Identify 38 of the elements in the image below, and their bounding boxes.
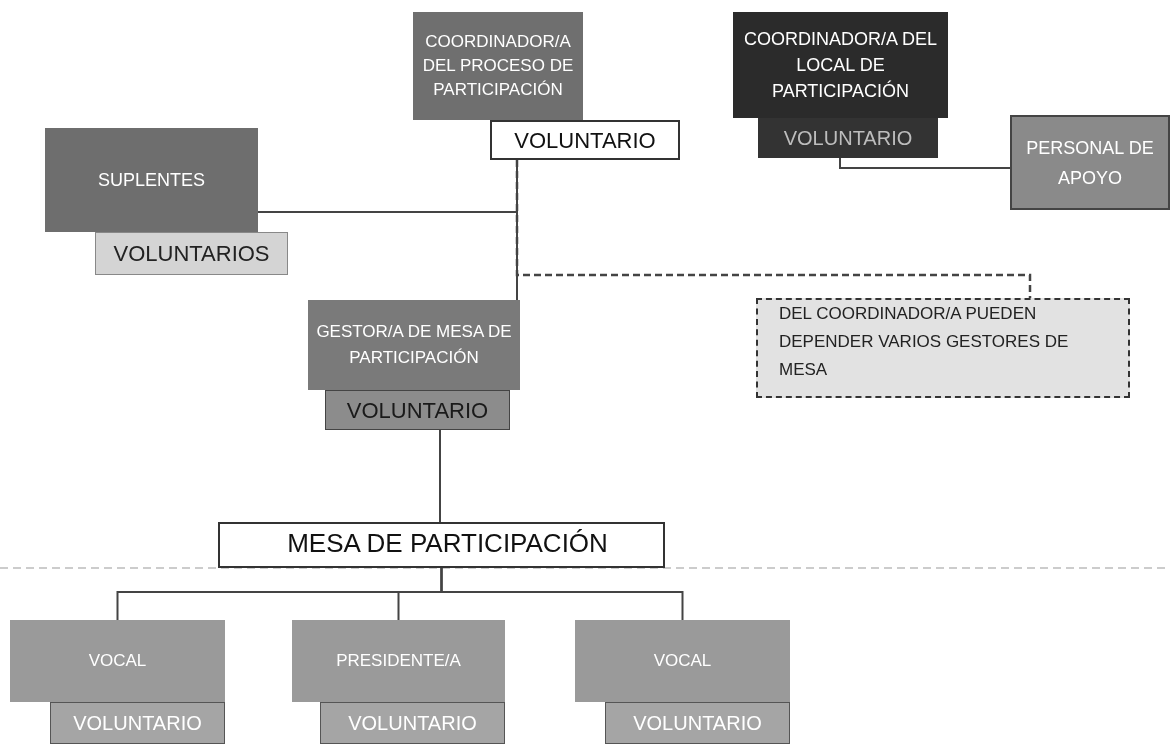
node-label: MESA DE PARTICIPACIÓN bbox=[287, 527, 608, 560]
node-label: VOCAL bbox=[653, 650, 712, 673]
role-box bbox=[733, 12, 948, 118]
node-label: VOLUNTARIOS bbox=[113, 240, 270, 268]
node-label: VOLUNTARIO bbox=[73, 711, 202, 736]
node-label: VOLUNTARIO bbox=[348, 711, 477, 736]
connector-line bbox=[515, 160, 1032, 298]
volunteer-tag bbox=[605, 702, 790, 744]
node-label: SUPLENTES bbox=[97, 168, 205, 192]
node-label: PERSONAL DE APOYO bbox=[1025, 136, 1155, 190]
volunteer-tag bbox=[50, 702, 225, 744]
process-box bbox=[218, 522, 665, 568]
role-box bbox=[10, 620, 225, 702]
volunteer-tag bbox=[758, 118, 938, 158]
volunteer-tag bbox=[95, 232, 288, 275]
node-label: COORDINADOR/A DEL LOCAL DE PARTICIPACIÓN bbox=[742, 28, 938, 103]
node-label: VOLUNTARIO bbox=[346, 396, 489, 425]
volunteer-tag bbox=[325, 390, 510, 430]
node-label: COORDINADOR/A DEL PROCESO DE PARTICIPACIÓN bbox=[421, 31, 575, 101]
connector-line bbox=[440, 567, 684, 621]
note-box bbox=[756, 298, 1130, 398]
connector-line bbox=[439, 429, 441, 523]
node-label: DEL COORDINADOR/A PUEDEN DEPENDER VARIOS GESTORES DE MESA bbox=[779, 303, 1070, 381]
role-box bbox=[575, 620, 790, 702]
node-label: VOLUNTARIO bbox=[783, 126, 913, 151]
role-box bbox=[292, 620, 505, 702]
node-label: VOLUNTARIO bbox=[514, 126, 656, 155]
volunteer-tag bbox=[320, 702, 505, 744]
role-box bbox=[413, 12, 583, 120]
node-label: VOCAL bbox=[88, 650, 147, 673]
role-box bbox=[1010, 115, 1170, 210]
role-box bbox=[308, 300, 520, 390]
connector-line bbox=[839, 157, 1011, 169]
role-box bbox=[45, 128, 258, 232]
volunteer-tag bbox=[490, 120, 680, 160]
node-label: GESTOR/A DE MESA DE PARTICIPACIÓN bbox=[315, 321, 513, 369]
node-label: VOLUNTARIO bbox=[633, 711, 762, 736]
node-label: PRESIDENTE/A bbox=[336, 650, 461, 673]
